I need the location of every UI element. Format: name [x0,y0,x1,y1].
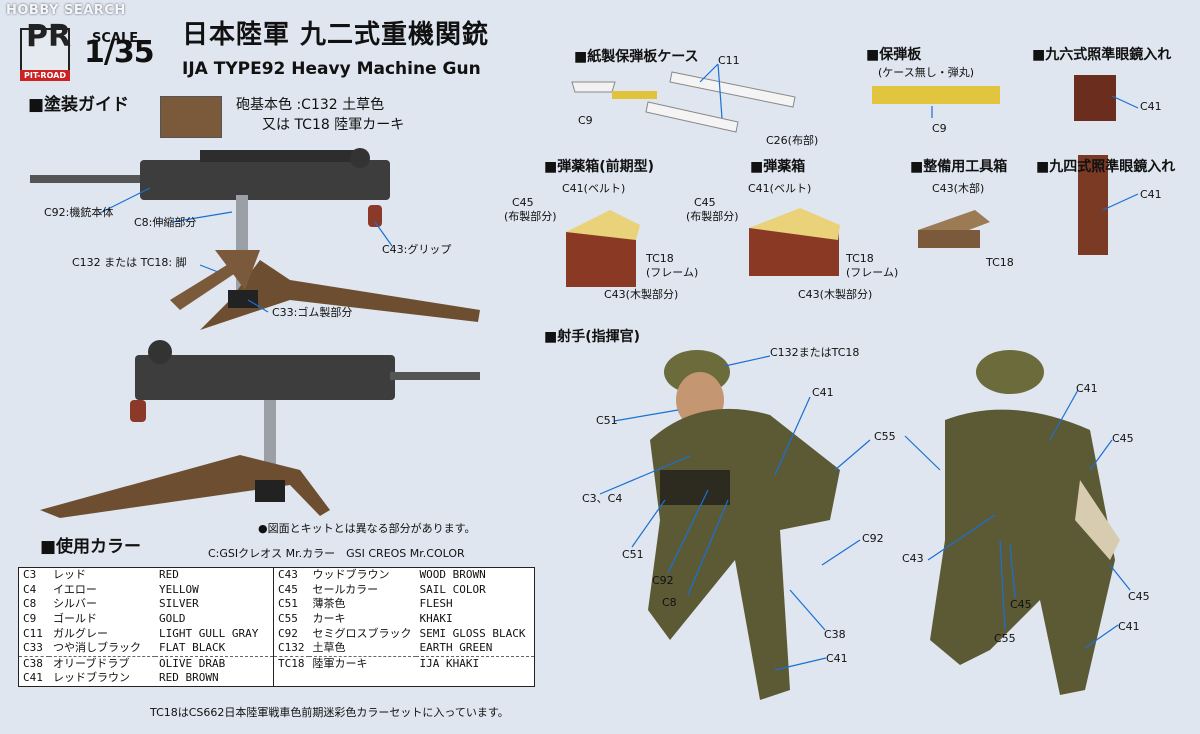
ammo-early-tc18-sub: (フレーム) [646,266,699,279]
gunner-heading: ■射手(指揮官) [544,329,641,345]
gunner-c55-back: C55 [994,632,1016,645]
leader-lines [99,63,1139,671]
title-english: IJA TYPE92 Heavy Machine Gun [182,59,481,79]
machine-gun-bottom-illustration [40,340,480,518]
scope96-heading: ■九六式照準眼鏡入れ [1032,47,1172,63]
gunner-c3c4: C3、C4 [582,492,623,505]
ammo-early-c41: C41(ベルト) [562,182,626,195]
paper-case-c11: C11 [718,54,740,67]
ammo-heading: ■弾薬箱 [750,159,806,175]
gunner-figures [648,350,1120,700]
paint-guide-heading: ■塗装ガイド [28,95,130,115]
paper-case-c26: C26(布部) [766,134,819,147]
gunner-c92-right: C92 [862,532,884,545]
clip-heading: ■保弾板 [866,47,922,63]
diagram-note: ●図面とキットとは異なる部分があります。 [258,522,476,535]
ammo-early-c45: C45 [512,196,534,209]
gunner-helmet: C132またはTC18 [770,346,860,359]
callout-c92-body: C92:機銃本体 [44,206,114,219]
clip-subheading: (ケース無し・弾丸) [878,66,975,79]
scope96-c41: C41 [1140,100,1162,113]
gunner-c55-front: C55 [874,430,896,443]
scope94-c41: C41 [1140,188,1162,201]
gunner-c43-back: C43 [902,552,924,565]
callout-c8-telescopic: C8:伸縮部分 [134,216,197,229]
gunner-c51-top: C51 [596,414,618,427]
ammo-c41: C41(ベルト) [748,182,812,195]
paper-case-c9: C9 [578,114,593,127]
gunner-c41-back-boot: C41 [1118,620,1140,633]
gunner-c45-right: C45 [1128,590,1150,603]
gunner-c45-bag: C45 [1010,598,1032,611]
scale-value: 1/35 [84,35,155,70]
ammo-early-c43: C43(木製部分) [604,288,679,301]
watermark: HOBBY SEARCH [6,3,126,18]
paper-case-heading: ■紙製保弾板ケース [574,49,699,65]
base-color-swatch [160,96,222,138]
clip-c9: C9 [932,122,947,135]
colors-heading: ■使用カラー [40,537,142,557]
gunner-c45-back: C45 [1112,432,1134,445]
machine-gun-top-illustration [30,148,480,330]
ammo-c43: C43(木製部分) [798,288,873,301]
logo-mark: PR [26,19,72,54]
base-color-line1: 砲基本色 :C132 土草色 [236,97,385,113]
ammo-early-heading: ■弾薬箱(前期型) [544,159,655,175]
gunner-c41-front: C41 [812,386,834,399]
colors-footer-note: TC18はCS662日本陸軍戦車色前期迷彩色カラーセットに入っています。 [150,706,509,719]
gunner-c51-hand: C51 [622,548,644,561]
ammo-early-c45-sub: (布製部分) [504,210,557,223]
callout-c43-grip: C43:グリップ [382,243,452,256]
toolbox-c43: C43(木部) [932,182,985,195]
ammo-tc18-sub: (フレーム) [846,266,899,279]
ammo-c45: C45 [694,196,716,209]
logo-text: PIT-ROAD [20,70,70,81]
toolbox-heading: ■整備用工具箱 [910,159,1008,175]
colors-legend: C:GSIクレオス Mr.カラー GSI CREOS Mr.COLOR [208,547,465,560]
callout-c33-rubber: C33:ゴム製部分 [272,306,353,319]
gunner-c8: C8 [662,596,677,609]
scale-label: SCALE [92,31,139,46]
parts-illustrations [566,71,1116,287]
scope94-heading: ■九四式照準眼鏡入れ [1036,159,1176,175]
callout-leg: C132 または TC18: 脚 [72,256,187,269]
title-japanese: 日本陸軍 九二式重機関銃 [182,20,490,50]
gunner-c41-boot: C41 [826,652,848,665]
ammo-early-tc18: TC18 [646,252,674,265]
gunner-c38: C38 [824,628,846,641]
ammo-c45-sub: (布製部分) [686,210,739,223]
ammo-tc18: TC18 [846,252,874,265]
gunner-c92-front: C92 [652,574,674,587]
toolbox-tc18: TC18 [986,256,1014,269]
gunner-c41-back: C41 [1076,382,1098,395]
base-color-line2: 又は TC18 陸軍カーキ [262,117,405,133]
